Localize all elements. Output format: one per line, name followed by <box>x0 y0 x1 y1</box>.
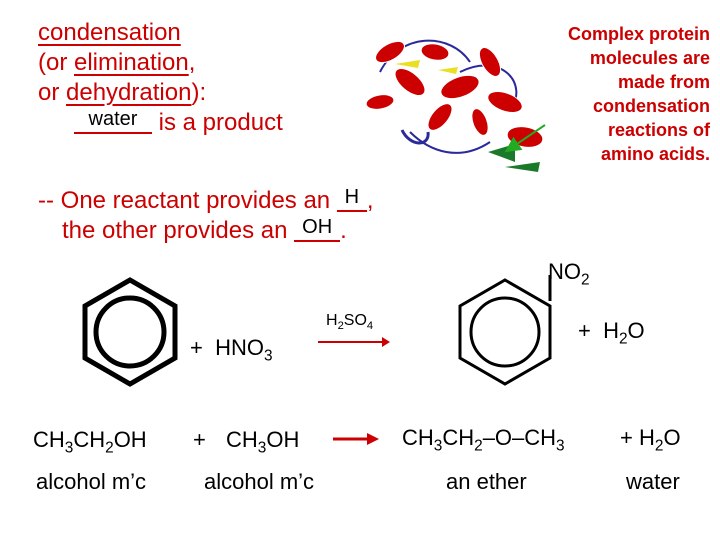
catalyst-h2so4: H2SO4 <box>326 312 374 332</box>
reaction-arrow-1 <box>318 337 390 347</box>
definition-block: condensation (or elimination, or dehydra… <box>38 18 283 138</box>
label-ether: an ether <box>446 469 527 494</box>
reagent-hno3: + HNO3 <box>190 335 273 365</box>
definition-line-2: (or elimination, <box>38 49 196 76</box>
blank-oh: OH <box>294 216 341 246</box>
term-dehydration: dehydration <box>66 79 192 106</box>
product-water-2: + H2O <box>620 425 681 455</box>
protein-caption: Complex protein molecules are made from … <box>567 24 710 164</box>
label-alcohol-1: alcohol m’c <box>36 469 147 494</box>
blank-water: water <box>74 108 152 138</box>
benzene-reactant <box>82 277 178 387</box>
definition-line-4: water is a product <box>38 108 283 138</box>
statement-line-2: the other provides an OH. <box>62 216 347 246</box>
substituent-no2: NO2 <box>548 259 590 289</box>
term-elimination: elimination <box>74 49 189 76</box>
statement-line-1: -- One reactant provides an H, <box>38 186 374 216</box>
reactant-statement: -- One reactant provides an H, the other… <box>38 186 374 246</box>
plus-sign: + <box>193 427 206 452</box>
reactant-ethanol: CH3CH2OH <box>33 427 147 457</box>
label-water: water <box>626 469 680 494</box>
pointer-arrow <box>504 124 546 153</box>
term-condensation: condensation <box>38 19 181 46</box>
nitrobenzene-product <box>458 275 552 386</box>
label-alcohol-2: alcohol m’c <box>204 469 315 494</box>
reactant-methanol: CH3OH <box>226 427 300 457</box>
definition-line-3: or dehydration): <box>38 79 207 106</box>
product-water-1: + H2O <box>578 318 645 348</box>
reaction-arrow-2 <box>333 433 379 445</box>
blank-h: H <box>336 186 367 216</box>
product-ether: CH3CH2–O–CH3 <box>402 425 565 455</box>
protein-ribbon-image <box>365 39 544 172</box>
